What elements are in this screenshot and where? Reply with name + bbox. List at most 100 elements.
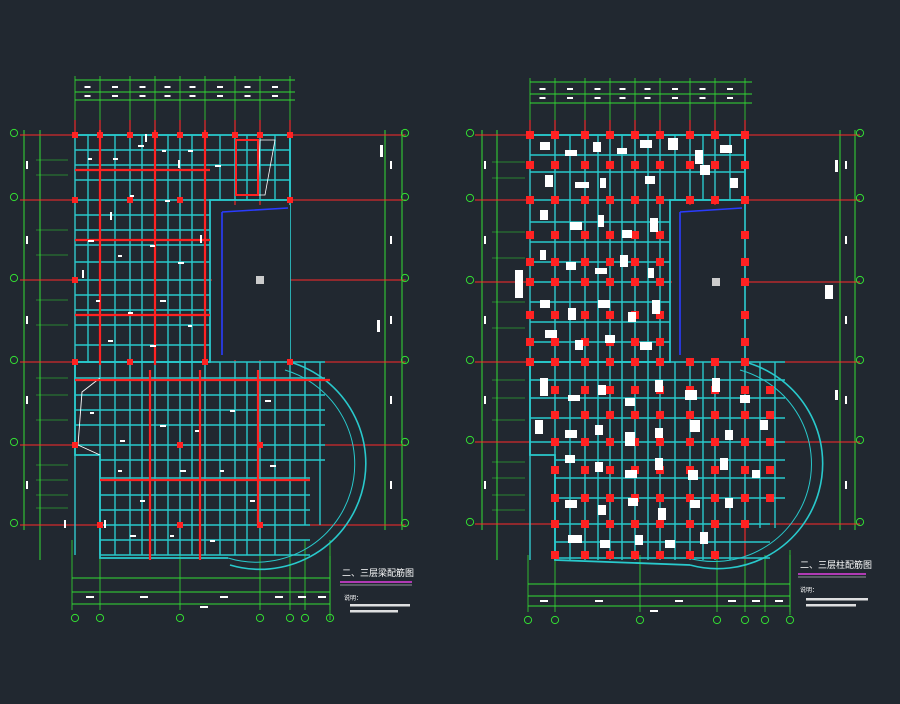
dim-side-mark xyxy=(377,320,380,332)
column-node xyxy=(257,132,263,138)
column-detail-annotation xyxy=(740,395,750,403)
dim-side-mark xyxy=(380,145,383,157)
column-node xyxy=(127,132,133,138)
dim-label-right xyxy=(845,396,847,404)
axis-bubble-icon xyxy=(465,355,475,365)
column-section xyxy=(551,231,559,239)
rebar-annotation-vertical xyxy=(82,270,84,278)
column-section xyxy=(551,466,559,474)
column-section xyxy=(606,258,614,266)
right-note-text-block-1 xyxy=(806,598,868,601)
dim-label-top xyxy=(567,88,573,90)
column-detail-annotation xyxy=(760,420,768,430)
column-detail-annotation xyxy=(668,138,678,150)
dim-label-top2 xyxy=(567,97,573,99)
dim-label-top xyxy=(539,88,546,90)
dim-label-right xyxy=(845,481,847,489)
column-section xyxy=(741,411,749,419)
rebar-annotation xyxy=(130,535,136,537)
column-section xyxy=(581,131,589,139)
rebar-annotation xyxy=(118,255,122,257)
dim-label-bottom xyxy=(318,596,326,598)
dim-label-left xyxy=(484,396,486,404)
dim-label-left xyxy=(484,481,486,489)
column-section xyxy=(686,358,694,366)
column-section xyxy=(656,258,664,266)
dim-label-bottom xyxy=(220,596,228,598)
column-detail-annotation xyxy=(645,176,655,184)
column-section xyxy=(581,196,589,204)
column-detail-annotation xyxy=(700,532,708,544)
column-section xyxy=(686,131,694,139)
column-section xyxy=(581,358,589,366)
axis-bubble-icon xyxy=(855,275,865,285)
column-detail-annotation xyxy=(540,210,548,220)
column-detail-annotation xyxy=(605,335,615,343)
rebar-annotation xyxy=(118,470,122,472)
column-section xyxy=(606,131,614,139)
axis-bubble-icon xyxy=(855,128,865,138)
column-section xyxy=(581,258,589,266)
column-detail-annotation xyxy=(600,540,610,548)
rebar-annotation xyxy=(188,150,193,152)
rebar-annotation-vertical xyxy=(110,212,112,220)
column-detail-annotation xyxy=(598,385,606,395)
rebar-annotation xyxy=(160,300,166,302)
column-node xyxy=(72,442,78,448)
dim-label-right xyxy=(390,236,392,244)
column-section xyxy=(711,358,719,366)
column-section xyxy=(656,358,664,366)
column-detail-annotation xyxy=(545,330,557,338)
axis-bubble-icon xyxy=(70,613,80,623)
column-section xyxy=(551,278,559,286)
column-detail-annotation xyxy=(570,222,582,230)
dim-label-top2 xyxy=(644,97,651,99)
column-section xyxy=(656,520,664,528)
column-node xyxy=(177,522,183,528)
right-axis-bubbles xyxy=(465,128,865,625)
axis-bubble-icon xyxy=(400,518,410,528)
column-section xyxy=(766,411,774,419)
dim-label-bottom xyxy=(86,596,94,598)
column-section xyxy=(656,311,664,319)
rebar-annotation xyxy=(265,400,271,402)
column-detail-annotation xyxy=(540,300,550,308)
left-annotations xyxy=(26,86,392,620)
dim-label-top2 xyxy=(189,95,196,97)
left-sheet-caption: 二、三层梁配筋图 xyxy=(342,567,414,579)
column-node xyxy=(72,132,78,138)
right-note-label: 说明： xyxy=(800,586,818,594)
column-section xyxy=(711,438,719,446)
axis-bubble-icon xyxy=(855,435,865,445)
column-detail-annotation xyxy=(835,160,838,172)
column-section xyxy=(741,231,749,239)
rebar-annotation xyxy=(160,425,166,427)
column-section xyxy=(551,338,559,346)
column-section xyxy=(526,131,534,139)
column-section xyxy=(606,411,614,419)
dim-label-bottom xyxy=(275,596,283,598)
column-section xyxy=(581,338,589,346)
dim-label-top xyxy=(244,86,251,88)
column-detail-annotation xyxy=(575,182,589,188)
column-section xyxy=(711,411,719,419)
rebar-annotation xyxy=(90,412,94,414)
dim-label-bottom xyxy=(200,606,208,608)
column-node xyxy=(72,197,78,203)
axis-bubble-icon xyxy=(9,273,19,283)
axis-bubble-icon xyxy=(465,517,475,527)
column-section xyxy=(551,386,559,394)
dim-label-top xyxy=(84,86,91,88)
column-section xyxy=(631,386,639,394)
column-detail-annotation xyxy=(700,165,710,175)
column-section xyxy=(711,494,719,502)
sheet-left-beam-plan: 二、三层梁配筋图 说明： xyxy=(9,76,414,623)
right-sheet-caption: 二、三层柱配筋图 xyxy=(800,559,872,571)
dim-label-top2 xyxy=(84,95,91,97)
rebar-annotation-vertical xyxy=(200,235,202,243)
dim-label-top xyxy=(112,86,118,88)
dim-label-bottom xyxy=(752,600,760,602)
column-section xyxy=(711,466,719,474)
column-detail-annotation xyxy=(648,268,654,278)
column-section xyxy=(606,438,614,446)
